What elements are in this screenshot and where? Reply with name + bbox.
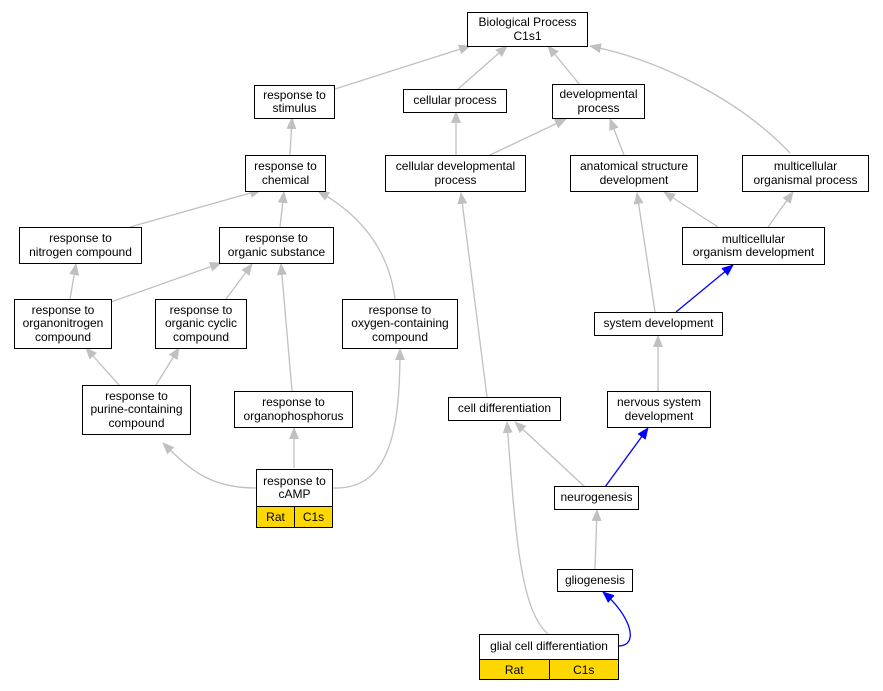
edge-multidev-anatdev bbox=[663, 191, 719, 228]
node-response-to-organophosphorus[interactable]: response to organophosphorus bbox=[234, 391, 353, 428]
annotation-gene-tag: C1s bbox=[548, 660, 618, 679]
node-response-to-organonitrogen-compound[interactable]: response to organonitrogen compound bbox=[14, 299, 112, 349]
edge-camp-purine bbox=[162, 442, 257, 489]
annotation-row-glial: Rat C1s bbox=[479, 659, 619, 680]
edge-neuro-celldiff bbox=[514, 421, 586, 488]
edge-cellular-bp bbox=[457, 45, 508, 90]
node-gliogenesis[interactable]: gliogenesis bbox=[557, 569, 633, 592]
edge-oxygen-chemical bbox=[317, 190, 396, 300]
edge-celldev-devproc bbox=[489, 118, 567, 156]
node-response-to-nitrogen-compound[interactable]: response to nitrogen compound bbox=[19, 227, 142, 264]
node-biological-process[interactable]: Biological Process C1s1 bbox=[467, 12, 588, 47]
edge-celldiff-celldev bbox=[457, 192, 488, 398]
edge-glial-glio bbox=[602, 591, 631, 647]
edge-purine-organonitrogen bbox=[85, 347, 120, 386]
annotation-gene-tag: C1s bbox=[294, 507, 332, 527]
edge-cyclic-organic bbox=[225, 263, 253, 300]
edge-chemical-stimulus bbox=[286, 117, 297, 156]
node-anatomical-structure-development[interactable]: anatomical structure development bbox=[570, 155, 698, 192]
edge-devproc-bp bbox=[547, 45, 581, 86]
node-response-to-stimulus[interactable]: response to stimulus bbox=[254, 85, 335, 119]
node-glial-cell-differentiation[interactable]: glial cell differentiation bbox=[479, 634, 619, 659]
edge-camp-oxygen bbox=[332, 348, 405, 489]
edge-nitrogen-chemical bbox=[129, 188, 262, 228]
edge-purine-cyclic bbox=[155, 347, 180, 386]
node-response-to-organic-cyclic-compound[interactable]: response to organic cyclic compound bbox=[155, 299, 247, 349]
node-response-to-oxygen-containing-compound[interactable]: response to oxygen-containing compound bbox=[342, 299, 458, 349]
node-cell-differentiation[interactable]: cell differentiation bbox=[448, 397, 561, 421]
node-cellular-developmental-process[interactable]: cellular developmental process bbox=[385, 155, 526, 192]
annotation-row-camp: Rat C1s bbox=[256, 506, 333, 528]
edge-organonitrogen-nitrogen bbox=[69, 263, 80, 300]
node-nervous-system-development[interactable]: nervous system development bbox=[607, 391, 711, 428]
node-response-to-camp[interactable]: response to cAMP bbox=[256, 469, 333, 506]
edge-multidev-multiproc bbox=[767, 191, 794, 228]
node-developmental-process[interactable]: developmental process bbox=[552, 84, 645, 119]
annotation-species-tag: Rat bbox=[257, 507, 294, 527]
edge-anatdev-devproc bbox=[609, 118, 625, 156]
edge-glial-celldiff bbox=[502, 421, 549, 635]
edge-glio-neuro bbox=[591, 509, 602, 570]
edge-sysdev-anatdev bbox=[633, 192, 656, 313]
node-neurogenesis[interactable]: neurogenesis bbox=[554, 486, 639, 510]
edge-organonitrogen-organic bbox=[107, 261, 222, 304]
edge-neuro-nervous bbox=[604, 427, 649, 488]
edge-organophosphorus-organic bbox=[276, 263, 293, 392]
edge-organic-chemical bbox=[277, 191, 288, 228]
node-response-to-purine-containing-compound[interactable]: response to purine-containing compound bbox=[82, 385, 191, 435]
node-multicellular-organism-development[interactable]: multicellular organism development bbox=[682, 227, 825, 265]
node-response-to-organic-substance[interactable]: response to organic substance bbox=[219, 227, 334, 264]
annotation-species-tag: Rat bbox=[480, 660, 549, 679]
edge-stimulus-bp bbox=[334, 44, 471, 90]
node-system-development[interactable]: system development bbox=[594, 312, 723, 336]
edge-sysdev-multidev bbox=[675, 264, 734, 313]
node-multicellular-organismal-process[interactable]: multicellular organismal process bbox=[742, 155, 869, 192]
node-response-to-chemical[interactable]: response to chemical bbox=[245, 155, 326, 192]
node-cellular-process[interactable]: cellular process bbox=[403, 89, 507, 113]
edge-multiproc-bp bbox=[589, 43, 791, 154]
